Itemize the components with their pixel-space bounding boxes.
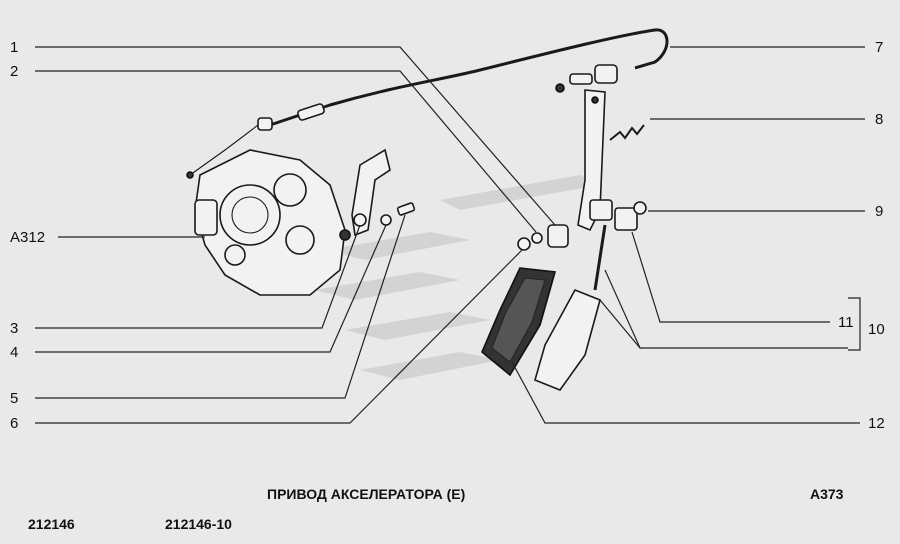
diagram-title: ПРИВОД АКСЕЛЕРАТОРА (E) xyxy=(267,486,466,502)
leader-11 xyxy=(631,231,830,323)
callout-7: 7 xyxy=(875,39,884,56)
callout-10: 10 xyxy=(868,321,885,338)
callout-12: 12 xyxy=(868,415,885,432)
cable-bracket xyxy=(351,148,416,237)
leader-10c xyxy=(599,299,641,349)
model-number-1: 212146 xyxy=(28,516,75,532)
leader-3 xyxy=(35,224,361,329)
leader-12 xyxy=(511,361,860,424)
leader-10 xyxy=(848,297,861,351)
leader-2 xyxy=(35,70,537,233)
accelerator-cable xyxy=(257,28,669,131)
leader-1 xyxy=(35,46,556,226)
callout-1: 1 xyxy=(10,39,19,56)
leader-4 xyxy=(35,224,387,353)
pedal-pad xyxy=(481,267,557,377)
callout-5: 5 xyxy=(10,390,19,407)
leader-6 xyxy=(35,249,523,424)
leader-10b xyxy=(604,269,848,349)
callout-6: 6 xyxy=(10,415,19,432)
callout-4: 4 xyxy=(10,344,19,361)
page-reference: A373 xyxy=(810,486,844,502)
bolt-and-nut xyxy=(517,224,569,251)
callout-9: 9 xyxy=(875,203,884,220)
callout-lines xyxy=(35,46,865,424)
callout-11: 11 xyxy=(838,314,854,331)
callout-8: 8 xyxy=(875,111,884,128)
callout-2: 2 xyxy=(10,63,19,80)
callout-3: 3 xyxy=(10,320,19,337)
leader-5 xyxy=(35,214,406,399)
pedal-lever xyxy=(534,89,647,391)
carburetor-a312 xyxy=(186,124,351,296)
model-number-2: 212146-10 xyxy=(165,516,232,532)
callout-a312: A312 xyxy=(10,229,46,246)
